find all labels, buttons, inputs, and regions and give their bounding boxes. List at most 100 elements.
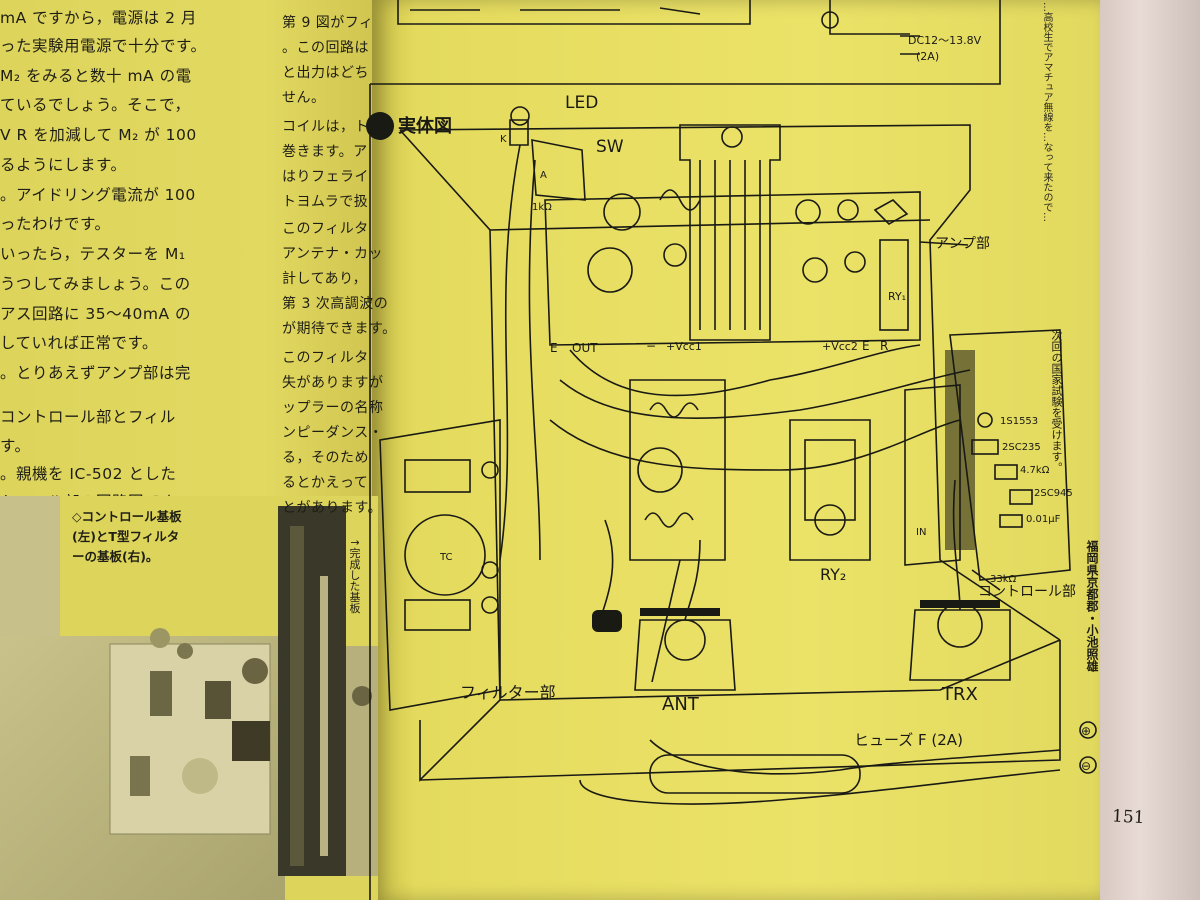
top-schematic-leads <box>900 35 920 55</box>
figure-frame <box>370 0 1001 85</box>
vcc1-terminal: +Vcc1 <box>666 340 702 353</box>
control-section-label: コントロール部 <box>978 584 1076 600</box>
led-holder <box>509 119 529 146</box>
right-line-8: トヨムラで扱 <box>282 194 369 210</box>
page-number: 151 <box>1111 806 1145 829</box>
right-line-15: 失がありますが <box>282 375 384 391</box>
wire-harness-1 <box>569 344 921 397</box>
left-line-12: していれば正常です。 <box>0 334 158 352</box>
amp-capacitor-3 <box>844 251 866 273</box>
transistor2-label: 2SC945 <box>1034 488 1073 499</box>
resistor-47k-label: 4.7kΩ <box>1020 465 1050 476</box>
photo-caption-line-3: ーの基板(右)。 <box>72 549 159 564</box>
amp-capacitor-2 <box>802 257 828 283</box>
control-pointer-arrow <box>971 569 1001 591</box>
r-terminal: R <box>880 339 888 353</box>
sw-label: SW <box>596 137 624 157</box>
ant-base <box>640 608 720 616</box>
wire-harness-3 <box>549 419 961 471</box>
relay-ry1 <box>879 239 909 331</box>
margin-note-exam: 次回の国家試験を受けます。 <box>1050 330 1063 473</box>
filter-trimmer <box>637 447 683 493</box>
margin-note-top: …高校生でアマチュア無線を…なって来たので… <box>1041 2 1052 222</box>
chassis-right <box>399 124 1061 641</box>
left-line-13: 。とりあえずアンプ部は完 <box>0 364 191 382</box>
board-photo <box>0 496 378 900</box>
figure-title: 実体図 <box>398 115 452 137</box>
left-line-5: V R を加減して M₂ が 100 <box>0 126 197 144</box>
filter-trimmer-tc <box>404 514 486 596</box>
fuse-label: ヒューズ F (2A) <box>854 731 963 749</box>
trx-connector-flange <box>909 609 1011 681</box>
trx-label: TRX <box>941 684 978 705</box>
left-line-11: アス回路に 35〜40mA の <box>0 305 192 323</box>
diode-label: 1S1553 <box>1000 416 1038 427</box>
filter-board <box>379 419 501 711</box>
cable-grommet <box>592 610 622 632</box>
top-schematic-frame <box>397 0 751 25</box>
led <box>510 106 530 126</box>
photo-caption-line-2: (左)とT型フィルタ <box>72 529 180 544</box>
chassis-back-top <box>489 219 931 231</box>
top-schematic-traces <box>410 7 701 15</box>
left-line-1: mA ですから，電源は 2 月 <box>0 9 197 27</box>
supply-current-label: (2A) <box>916 50 939 63</box>
vcc2-terminal: +Vcc2 <box>822 340 858 353</box>
left-line-8: ったわけです。 <box>0 215 111 233</box>
left-line-6: るようにします。 <box>0 156 127 174</box>
trx-base <box>920 600 1000 608</box>
trimmer-1 <box>603 193 641 231</box>
right-line-14: このフィルタ <box>282 350 369 366</box>
plus-terminal: ⊕ <box>1081 724 1091 738</box>
left-line-4: ているでしょう。そこで， <box>0 96 191 114</box>
amp-section-label: アンプ部 <box>935 236 990 252</box>
filter-pad-2 <box>404 599 471 631</box>
heatsink <box>679 124 781 341</box>
left-line-15: す。 <box>0 437 31 455</box>
left-line-16: 。親機を IC-502 とした <box>0 465 177 483</box>
right-line-10: アンテナ・カッ <box>282 246 383 262</box>
wiring-diagram <box>366 0 1097 900</box>
amp-board <box>544 191 921 346</box>
right-line-11: 計してあり， <box>282 271 368 287</box>
right-line-19: るとかえって <box>282 475 369 491</box>
minus-terminal-ring <box>1079 756 1097 774</box>
top-schematic-node <box>821 11 839 29</box>
amp-transistor-1 <box>795 199 821 225</box>
left-line-14: コントロール部とフィル <box>0 408 176 426</box>
right-line-18: る，そのため <box>282 450 369 466</box>
right-line-12: 第 3 次高調波の <box>282 296 389 312</box>
left-line-9: いったら，テスターを M₁ <box>0 245 186 263</box>
amp-transistor-3 <box>873 199 909 225</box>
trimmer-2 <box>587 247 633 293</box>
right-line-6: 巻きます。ア <box>282 144 368 160</box>
ry1-label: RY₁ <box>888 290 906 303</box>
minus-terminal: ⊖ <box>1081 759 1091 773</box>
ry2-label: RY₂ <box>820 565 846 584</box>
right-line-7: はりフェライ <box>282 169 369 185</box>
ant-connector-flange <box>634 619 736 691</box>
left-line-10: うつしてみましょう。この <box>0 275 191 293</box>
capacitor-label: 0.01μF <box>1026 514 1061 525</box>
right-line-1: 第 9 図がフィ <box>282 15 374 31</box>
left-line-2: った実験用電源で十分です。 <box>0 37 207 55</box>
plus-terminal-ring <box>1079 721 1097 739</box>
relay-ry2 <box>804 439 856 521</box>
right-line-4: せん。 <box>282 90 326 106</box>
page-stack-edge <box>1100 0 1200 900</box>
filter-section-label: フィルター部 <box>460 683 556 702</box>
power-switch <box>531 139 586 201</box>
fuse-wire-1 <box>649 739 1061 775</box>
ry2-side-board <box>904 384 961 566</box>
right-line-20: とがあります。 <box>282 500 383 516</box>
left-line-3: M₂ をみると数十 mA の電 <box>0 67 192 85</box>
e-terminal-2: E <box>862 339 870 353</box>
e-terminal-1: E <box>550 341 558 355</box>
right-line-16: ップラーの名称 <box>282 400 384 416</box>
coil-l1 <box>659 189 701 211</box>
heatsink-screw <box>721 126 743 148</box>
right-line-9: このフィルタ <box>282 221 369 237</box>
led-label: LED <box>565 93 598 113</box>
ant-label: ANT <box>662 694 700 715</box>
control-board-shading <box>945 350 975 550</box>
